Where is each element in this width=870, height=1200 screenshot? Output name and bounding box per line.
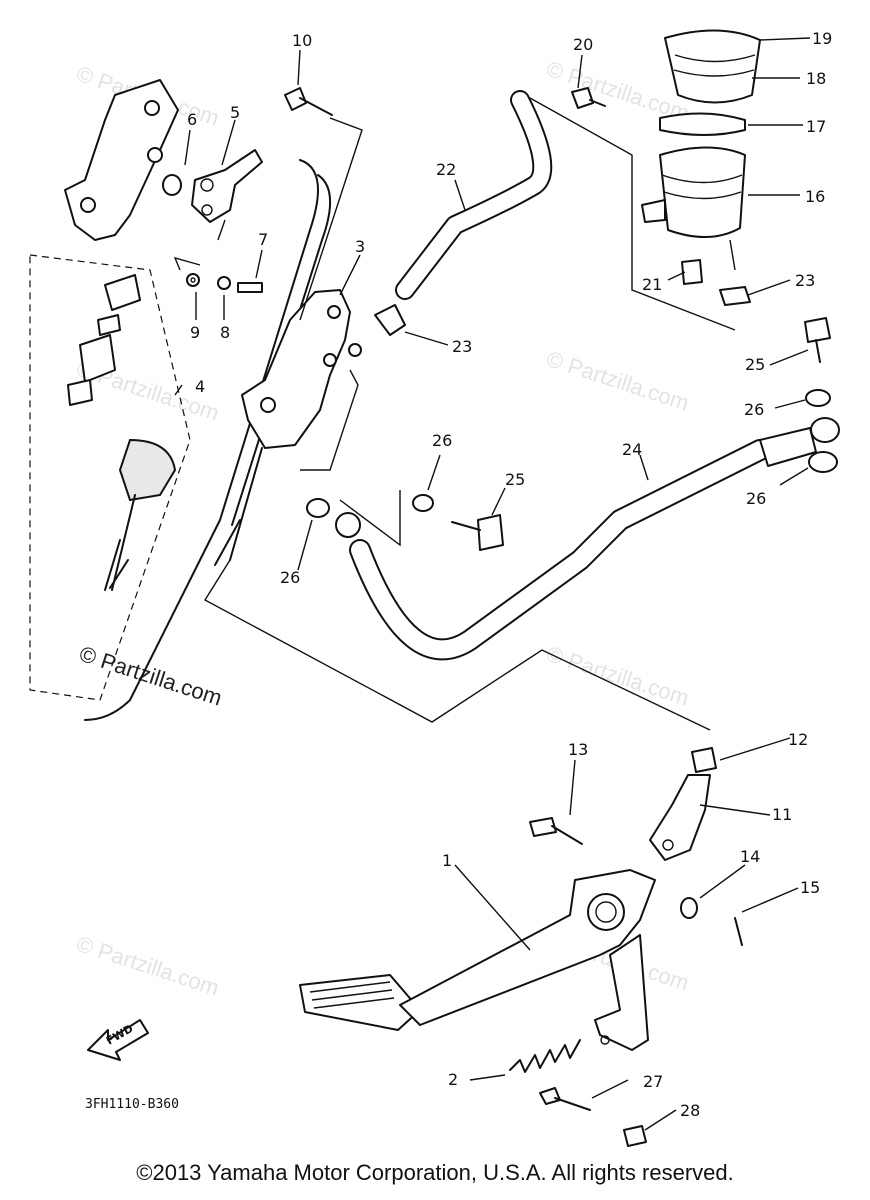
frame-rail [29,159,332,721]
callout-26d: 26 [280,568,300,587]
watermark: © Partzilla.com [543,346,692,416]
callout-2: 2 [448,1070,458,1089]
clevis-part-11 [649,774,711,861]
callout-26: 26 [432,431,452,450]
callout-12: 12 [788,730,808,749]
callout-18: 18 [806,69,826,88]
fasteners-25-26 [306,317,838,551]
washer-part-14 [680,897,698,919]
nut-part-28 [623,1125,647,1147]
callout-8: 8 [220,323,230,342]
spring-part-2 [509,1039,581,1073]
bracket-part-5 [191,149,263,223]
callout-28: 28 [680,1101,700,1120]
callout-16: 16 [805,187,825,206]
callout-21: 21 [642,275,662,294]
leader-lines [173,97,736,731]
pin-part-13 [529,817,583,845]
diagram-code: 3FH1110-B360 [85,1097,179,1112]
callout-25: 25 [505,470,525,489]
callout-23b: 23 [795,271,815,290]
callout-17: 17 [806,117,826,136]
callout-4: 4 [195,377,205,396]
callout-22: 22 [436,160,456,179]
callout-13: 13 [568,740,588,759]
bolt-part-10 [284,87,333,116]
callout-20: 20 [573,35,593,54]
callout-leaders [174,37,811,1131]
watermark-prominent: © Partzilla.com [76,641,225,711]
callout-9: 9 [190,323,200,342]
watermark: © Partzilla.com [543,641,692,711]
forward-arrow-icon: FWD [87,1019,149,1061]
reservoir-assembly [571,29,761,285]
callout-23: 23 [452,337,472,356]
callout-3: 3 [355,237,365,256]
o-ring-part-6 [162,174,182,196]
callout-11: 11 [772,805,792,824]
callout-26b: 26 [744,400,764,419]
copyright-notice: ©2013 Yamaha Motor Corporation, U.S.A. A… [136,1160,734,1185]
watermark: © Partzilla.com [73,931,222,1001]
callout-14: 14 [740,847,760,866]
cotter-pin-part-15 [734,917,743,946]
hose-clip-part-23 [374,286,751,336]
callout-25b: 25 [745,355,765,374]
callout-10: 10 [292,31,312,50]
nut-part-12 [691,747,717,773]
callout-26c: 26 [746,489,766,508]
reservoir-hose-part-22 [395,90,553,300]
callout-1: 1 [442,851,452,870]
callouts: 1 2 3 4 5 6 7 8 9 10 11 12 13 14 15 16 1… [187,29,832,1120]
callout-5: 5 [230,103,240,122]
callout-6: 6 [187,110,197,129]
master-cylinder-part-3 [214,289,362,566]
small-hardware-7-8-9 [186,273,263,293]
internal-kit-part-4 [67,274,177,591]
callout-15: 15 [800,878,820,897]
callout-27: 27 [643,1072,663,1091]
callout-24: 24 [622,440,642,459]
master-cylinder-upper [64,79,179,241]
callout-19: 19 [812,29,832,48]
callout-7: 7 [258,230,268,249]
brake-hose-part-24 [349,417,840,661]
bolt-part-27 [539,1087,591,1111]
